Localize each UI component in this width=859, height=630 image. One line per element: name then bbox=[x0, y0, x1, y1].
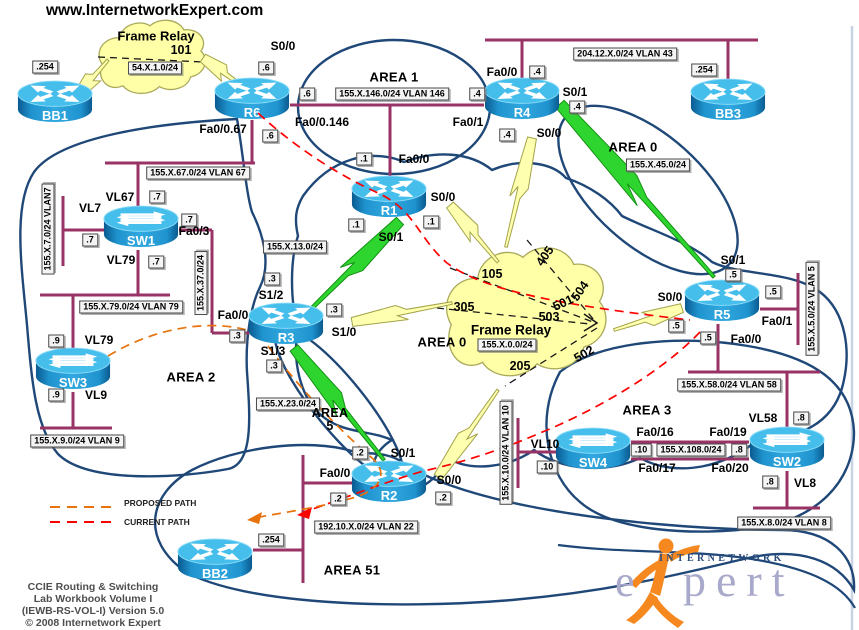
device-bb3: BB3 bbox=[690, 78, 766, 121]
page-title: www.InternetworkExpert.com bbox=[46, 2, 264, 19]
device-label: R4 bbox=[514, 105, 531, 120]
vlan58-segment bbox=[688, 324, 820, 427]
device-bb1: BB1 bbox=[17, 80, 93, 123]
vlan10-segment bbox=[516, 418, 556, 488]
device-label: R1 bbox=[381, 203, 398, 218]
device-r4: R4 bbox=[484, 77, 560, 120]
vlan5-segment bbox=[760, 273, 800, 345]
device-r3: R3 bbox=[248, 302, 324, 345]
vlan43-segment bbox=[485, 38, 758, 79]
area1-boundary bbox=[296, 38, 492, 176]
device-sw4: SW4 bbox=[555, 427, 631, 470]
device-sw1: SW1 bbox=[103, 205, 179, 248]
device-r2: R2 bbox=[351, 460, 427, 503]
vlan9-segment bbox=[40, 295, 112, 430]
device-label: R6 bbox=[244, 105, 261, 120]
device-r6: R6 bbox=[214, 77, 290, 120]
footer-line: CCIE Routing & Switching bbox=[27, 581, 159, 593]
device-label: SW2 bbox=[773, 454, 801, 469]
proposed-path-1 bbox=[107, 324, 251, 357]
device-label: SW3 bbox=[59, 375, 87, 390]
device-label: R5 bbox=[714, 307, 731, 322]
footer-line: © 2008 Internetwork Expert bbox=[25, 617, 161, 629]
proposed-path-arrowhead bbox=[247, 512, 262, 524]
device-label: R3 bbox=[278, 330, 295, 345]
device-label: BB1 bbox=[42, 108, 68, 123]
vlan108-segment bbox=[631, 440, 749, 461]
lightning-bolt-r1-r3-link bbox=[301, 216, 405, 319]
logo-letter-e: e bbox=[615, 557, 635, 606]
device-bb2: BB2 bbox=[177, 538, 253, 581]
current-path-1 bbox=[257, 112, 691, 321]
device-sw2: SW2 bbox=[749, 426, 825, 469]
path-overlays bbox=[50, 112, 701, 524]
vlan79-segment bbox=[40, 250, 170, 297]
vlan8-segment bbox=[753, 471, 820, 510]
area2-boundary bbox=[19, 117, 267, 478]
logo-wordmark-top: INTERNETWORK bbox=[659, 553, 785, 564]
device-label: SW4 bbox=[579, 455, 608, 470]
vlan7-segment bbox=[61, 196, 104, 266]
device-r5: R5 bbox=[684, 279, 760, 322]
device-sw3: SW3 bbox=[35, 347, 111, 390]
device-label: BB3 bbox=[715, 106, 741, 121]
device-label: SW1 bbox=[127, 233, 155, 248]
footer: CCIE Routing & Switching Lab Workbook Vo… bbox=[14, 581, 172, 629]
serial-links bbox=[73, 53, 716, 481]
legend-proposed-label: PROPOSED PATH bbox=[124, 498, 197, 508]
lightning-bolt-r2-frame-relay bbox=[433, 388, 500, 481]
device-label: R2 bbox=[381, 488, 398, 503]
logo-word-pert: pert bbox=[683, 555, 795, 606]
lightning-bolt-r5-frame-relay bbox=[612, 303, 685, 332]
lightning-bolt-r4-frame-relay bbox=[504, 136, 537, 248]
vlan146-segment bbox=[290, 103, 484, 176]
footer-line: (IEWB-RS-VOL-I) Version 5.0 bbox=[21, 605, 165, 617]
vlan37-segment bbox=[179, 228, 249, 335]
logo-figure bbox=[626, 538, 700, 628]
device-label: BB2 bbox=[202, 566, 228, 581]
current-path-2 bbox=[303, 331, 701, 513]
current-path-arrowhead bbox=[297, 507, 312, 519]
frame-relay-cloud-top bbox=[99, 20, 205, 93]
device-r1: R1 bbox=[351, 175, 427, 218]
vlan67-segment bbox=[105, 120, 255, 206]
frame-relay-cloud-center bbox=[447, 248, 606, 376]
footer-line: Lab Workbook Volume I bbox=[33, 593, 153, 605]
dlci-links bbox=[97, 56, 598, 387]
vlan22-segment bbox=[253, 455, 352, 583]
dlci-hub-arrow bbox=[583, 313, 599, 332]
lightning-bolt-r1-frame-relay bbox=[445, 201, 500, 264]
logo-swoosh bbox=[557, 543, 856, 609]
lightning-bolt-r3-r2-link bbox=[289, 344, 386, 462]
lightning-bolt-r3-frame-relay bbox=[350, 301, 453, 327]
proposed-path-2 bbox=[253, 345, 382, 519]
lightning-bolt-r4-r5-link bbox=[555, 99, 716, 279]
legend-current-label: CURRENT PATH bbox=[124, 517, 190, 527]
